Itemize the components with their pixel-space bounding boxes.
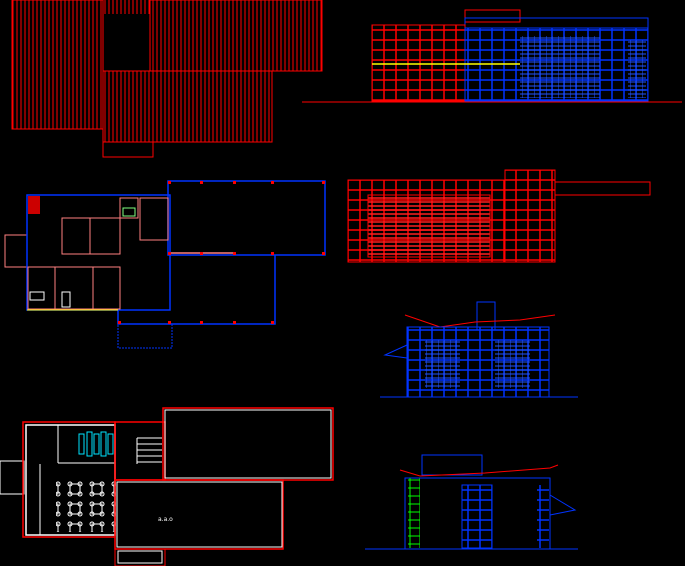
rear-elevation — [347, 169, 651, 263]
side-elevation-2 — [365, 454, 578, 550]
room-label: a.a.o — [158, 516, 173, 523]
front-elevation — [302, 9, 682, 103]
first-floor-plan: a.a.o — [0, 407, 334, 566]
ground-floor-plan — [4, 180, 326, 349]
roof-plan — [11, 0, 323, 158]
side-elevation-1 — [380, 301, 578, 398]
